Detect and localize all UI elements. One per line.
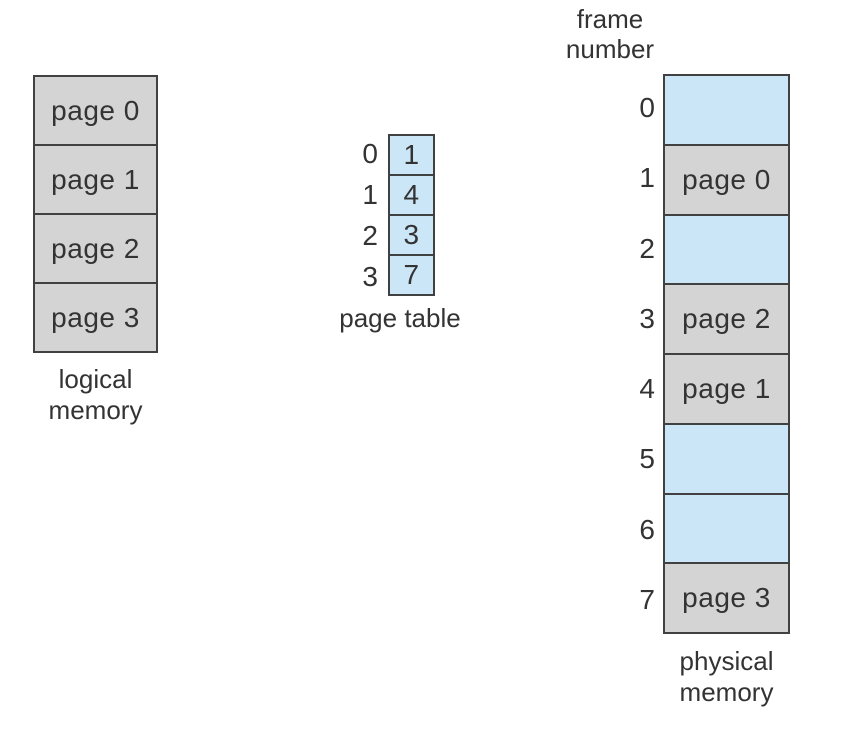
page-table-cell-2: 3 bbox=[390, 214, 433, 254]
page-table-cell-0: 1 bbox=[390, 136, 433, 174]
frame-number-7: 7 bbox=[639, 583, 655, 615]
frame-number-4: 4 bbox=[639, 373, 655, 405]
page-table-index-0: 0 bbox=[362, 137, 378, 169]
logical-memory-cell-3: page 3 bbox=[35, 282, 156, 351]
frame-number-6: 6 bbox=[639, 513, 655, 545]
logical-memory-label: logical memory bbox=[23, 364, 168, 426]
page-table-index-2: 2 bbox=[362, 219, 378, 251]
physical-memory-label-line-2: memory bbox=[679, 677, 774, 707]
logical-memory-label-line-2: memory bbox=[48, 395, 143, 425]
logical-memory-label-line-1: logical bbox=[58, 364, 133, 394]
physical-memory-frame-1: page 0 bbox=[665, 143, 788, 214]
physical-memory-frame-5 bbox=[665, 422, 788, 493]
page-table-label: page table bbox=[339, 303, 461, 333]
physical-memory-frame-6 bbox=[665, 492, 788, 563]
physical-memory-frame-0 bbox=[665, 76, 788, 144]
physical-memory-frame-4: page 1 bbox=[665, 353, 788, 423]
logical-memory-cell-2: page 2 bbox=[35, 213, 156, 282]
physical-memory-frame-7: page 3 bbox=[665, 562, 788, 632]
frame-number-header: frame number bbox=[540, 4, 680, 64]
frame-number-3: 3 bbox=[639, 302, 655, 334]
logical-memory-cell-1: page 1 bbox=[35, 144, 156, 213]
frame-number-2: 2 bbox=[639, 232, 655, 264]
physical-memory-label: physical memory bbox=[656, 646, 797, 708]
page-table-cell-1: 4 bbox=[390, 174, 433, 214]
page-table-cell-3: 7 bbox=[390, 254, 433, 294]
page-table-index-1: 1 bbox=[362, 178, 378, 210]
physical-memory-frame-3: page 2 bbox=[665, 283, 788, 353]
page-table-index-3: 3 bbox=[362, 260, 378, 292]
page-table-column: 1 4 3 7 bbox=[388, 134, 435, 296]
frame-number-header-line-1: frame bbox=[576, 4, 644, 34]
frame-number-header-line-2: number bbox=[565, 34, 655, 64]
frame-number-0: 0 bbox=[639, 92, 655, 124]
frame-number-5: 5 bbox=[639, 443, 655, 475]
page-table-index-column: 0 1 2 3 bbox=[338, 134, 378, 296]
logical-memory-column: page 0 page 1 page 2 page 3 bbox=[33, 75, 158, 353]
physical-memory-frame-2 bbox=[665, 213, 788, 284]
frame-number-column: 0 1 2 3 4 5 6 7 bbox=[595, 74, 655, 634]
physical-memory-column: page 0 page 2 page 1 page 3 bbox=[663, 74, 790, 634]
physical-memory-label-line-1: physical bbox=[679, 646, 774, 676]
logical-memory-cell-0: page 0 bbox=[35, 77, 156, 144]
frame-number-1: 1 bbox=[639, 162, 655, 194]
